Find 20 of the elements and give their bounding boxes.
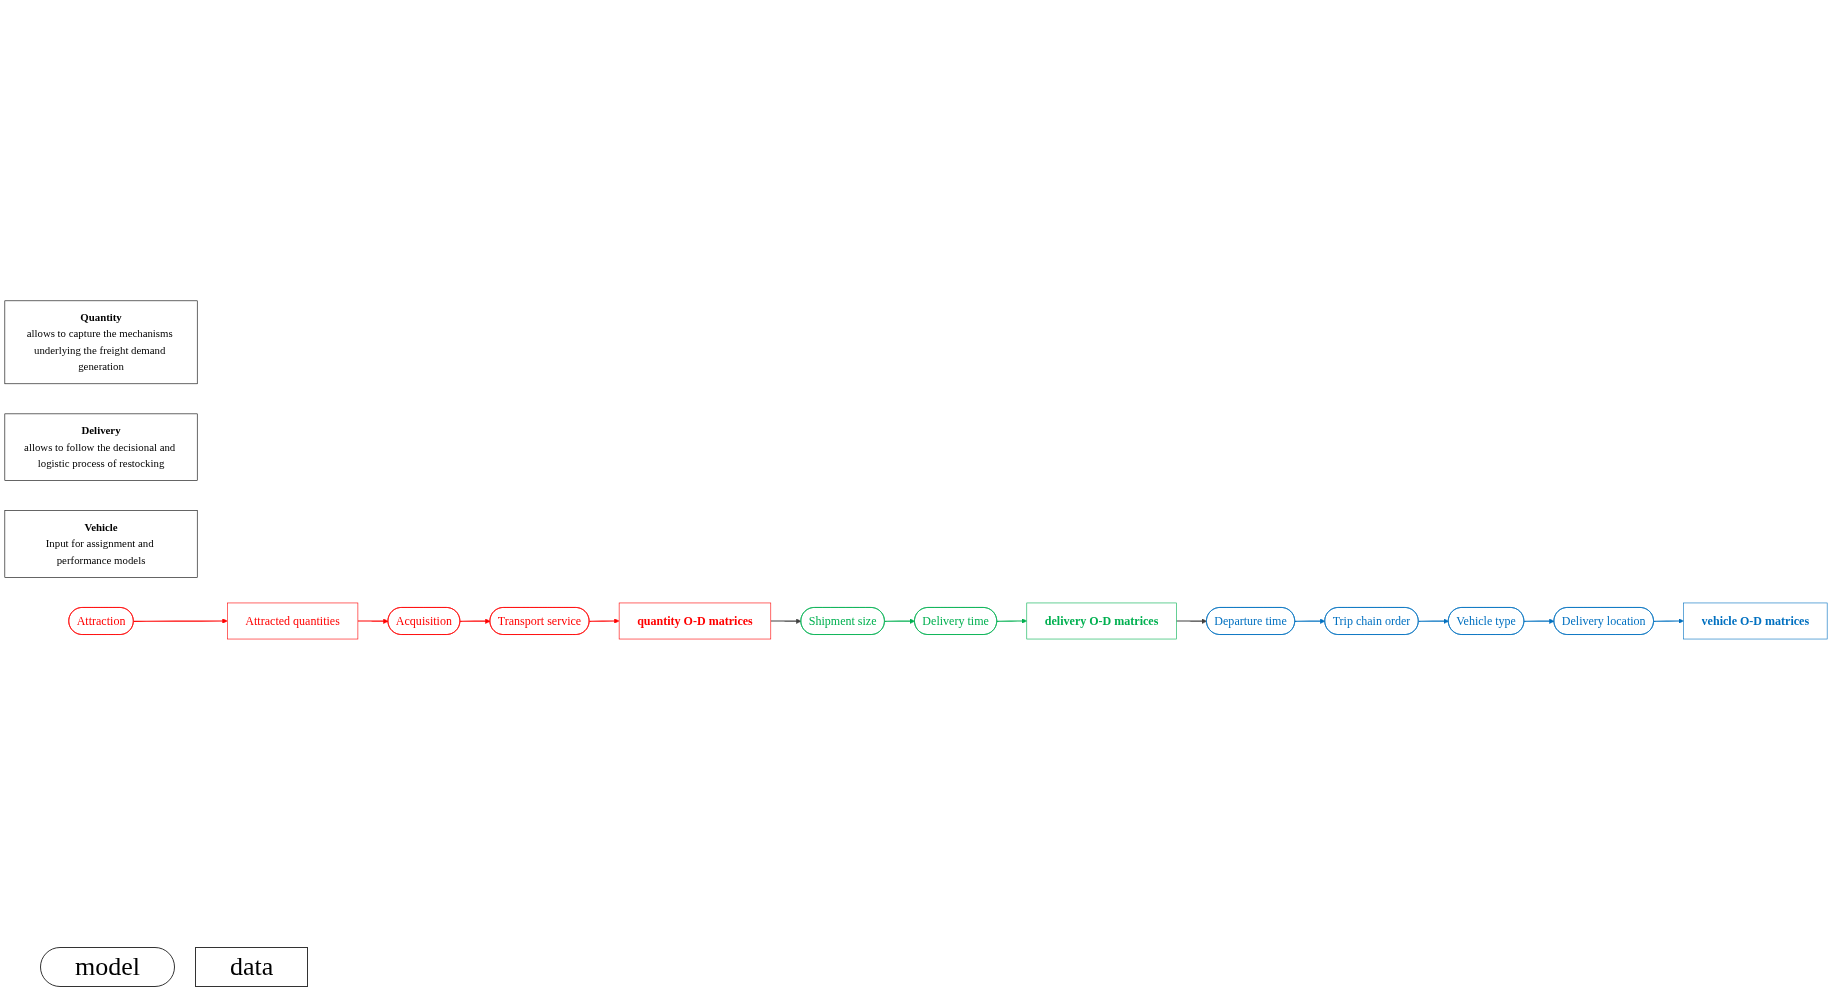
arrow	[884, 618, 916, 624]
node-box: vehicle O-D matrices	[1683, 602, 1828, 639]
arrow	[133, 617, 228, 624]
legend-item: data	[195, 947, 309, 987]
arrow	[1417, 618, 1449, 624]
arrow	[1523, 618, 1555, 624]
node-box: Delivery allows to follow the decisional and logistic process of restocking	[4, 413, 198, 481]
arrow	[770, 618, 802, 624]
arrow	[996, 617, 1027, 624]
arrow	[1294, 618, 1326, 624]
arrow	[1175, 618, 1207, 624]
arrow	[588, 617, 620, 624]
node-box: Quantity allows to capture the mechanisms underlying the freight demand generation	[4, 300, 198, 384]
node-box: Vehicle Input for assignment and performance models	[4, 509, 198, 578]
arrow	[1653, 617, 1684, 624]
arrow	[357, 618, 389, 624]
arrow	[459, 618, 491, 624]
node-box: quantity O-D matrices	[618, 602, 772, 639]
node-box: delivery O-D matrices	[1026, 602, 1177, 639]
node-box: Attracted quantities	[227, 602, 359, 639]
